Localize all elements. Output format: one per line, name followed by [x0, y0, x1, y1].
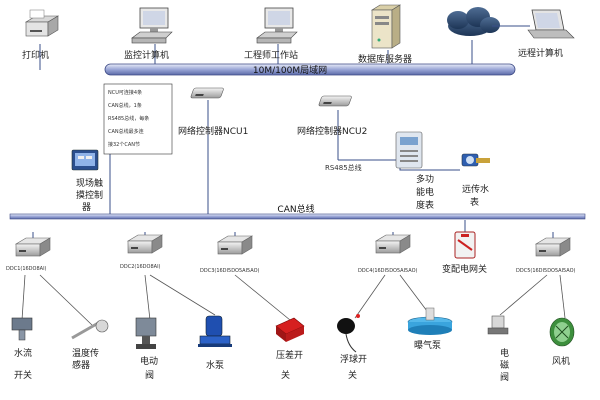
solenoid-valve-label-2: 磁	[500, 359, 509, 371]
multi-meter-label-1: 多功	[416, 173, 434, 185]
ncu-note-line-4: CAN总线最多连	[108, 128, 144, 135]
float-switch-icon	[337, 314, 360, 353]
transformer-gateway-label: 变配电网关	[442, 263, 487, 275]
fan-label: 风机	[552, 355, 570, 367]
flow-switch-icon	[11, 317, 33, 341]
field-wires	[21, 274, 566, 326]
internet-cloud-icon	[447, 7, 500, 36]
pressure-switch-label-1: 压差开	[276, 349, 303, 361]
printer-label: 打印机	[22, 49, 49, 61]
float-switch-label-2: 关	[348, 369, 357, 381]
ddc4-label: DDC4(16DI5DO5AI5AO)	[358, 268, 418, 274]
remote-water-meter-icon	[461, 153, 490, 167]
db-server-icon	[370, 4, 402, 49]
transformer-gateway-icon	[454, 231, 476, 259]
touch-panel-label-3: 器	[82, 202, 91, 213]
solenoid-valve-icon	[487, 315, 509, 335]
monitor-pc-label: 监控计算机	[124, 49, 169, 61]
temp-sensor-icon	[71, 319, 109, 340]
pump-icon	[198, 315, 232, 347]
temp-sensor-label-1: 温度传	[72, 347, 99, 359]
lan-bus: 10M/100M局域网	[104, 63, 516, 76]
temp-sensor-label-2: 感器	[72, 359, 90, 371]
engineer-station-label: 工程师工作站	[244, 49, 298, 61]
multi-function-meter-icon	[395, 131, 423, 169]
ddc3-icon	[217, 235, 253, 255]
ddc4-icon	[375, 234, 411, 254]
ncu1-label: 网络控制器NCU1	[178, 125, 248, 137]
touch-panel-icon	[71, 149, 99, 171]
solenoid-valve-label-3: 阀	[500, 372, 509, 383]
ddc1-icon	[15, 237, 51, 257]
ddc1-label: DDC1(16DO8AI)	[6, 266, 47, 272]
ncu2-label: 网络控制器NCU2	[297, 125, 367, 137]
multi-meter-label-2: 能电	[416, 186, 434, 198]
ncu2-icon	[318, 95, 352, 107]
multi-meter-label-3: 度表	[416, 199, 434, 211]
rs485-label: RS485总线	[325, 163, 362, 172]
ncu-note-box: NCU可连接4条 CAN总线，1条 RS485总线，每条 CAN总线最多连 接3…	[103, 83, 173, 155]
can-bus: CAN总线	[9, 203, 586, 220]
can-bus-label: CAN总线	[277, 203, 314, 215]
engineer-station-icon	[256, 7, 298, 44]
fan-icon	[549, 317, 575, 347]
pressure-switch-label-2: 关	[281, 369, 290, 381]
remote-water-label-2: 表	[470, 196, 479, 208]
pump-label: 水泵	[206, 359, 224, 371]
aerator-icon	[407, 307, 453, 335]
db-server-label: 数据库服务器	[358, 53, 412, 65]
electric-valve-label-1: 电动	[140, 355, 158, 367]
remote-pc-label: 远程计算机	[518, 47, 563, 59]
remote-pc-icon	[527, 9, 575, 39]
ddc5-label: DDC5(16DI5DO5AI5AO)	[516, 268, 576, 274]
monitor-pc-icon	[131, 7, 173, 44]
ncu-note-line-5: 接32个CAN节	[108, 141, 140, 148]
touch-panel-label-1: 现场触	[76, 177, 103, 189]
electric-valve-label-2: 阀	[145, 370, 154, 381]
ncu-note-line-2: CAN总线，1条	[108, 102, 142, 109]
remote-water-label-1: 远传水	[462, 183, 489, 195]
ddc3-label: DDC3(16DI5DO5AI5AO)	[200, 268, 260, 274]
aerator-label: 曝气泵	[414, 339, 441, 351]
printer-icon	[24, 9, 60, 37]
touch-panel-label-2: 摸控制	[76, 189, 103, 201]
solenoid-valve-label-1: 电	[500, 347, 509, 359]
electric-valve-icon	[135, 317, 157, 349]
float-switch-label-1: 浮球开	[340, 353, 367, 365]
ncu1-icon	[190, 87, 224, 99]
ddc2-icon	[127, 234, 163, 254]
ddc5-icon	[535, 237, 571, 257]
ddc2-label: DDC2(16DO8AI)	[120, 264, 161, 270]
ncu-note-line-3: RS485总线，每条	[108, 115, 149, 122]
flow-switch-label-1: 水流	[14, 347, 32, 359]
lan-bus-label: 10M/100M局域网	[253, 64, 327, 76]
flow-switch-label-2: 开关	[14, 369, 32, 381]
pressure-switch-icon	[275, 317, 305, 342]
ncu-note-line-1: NCU可连接4条	[108, 89, 142, 96]
